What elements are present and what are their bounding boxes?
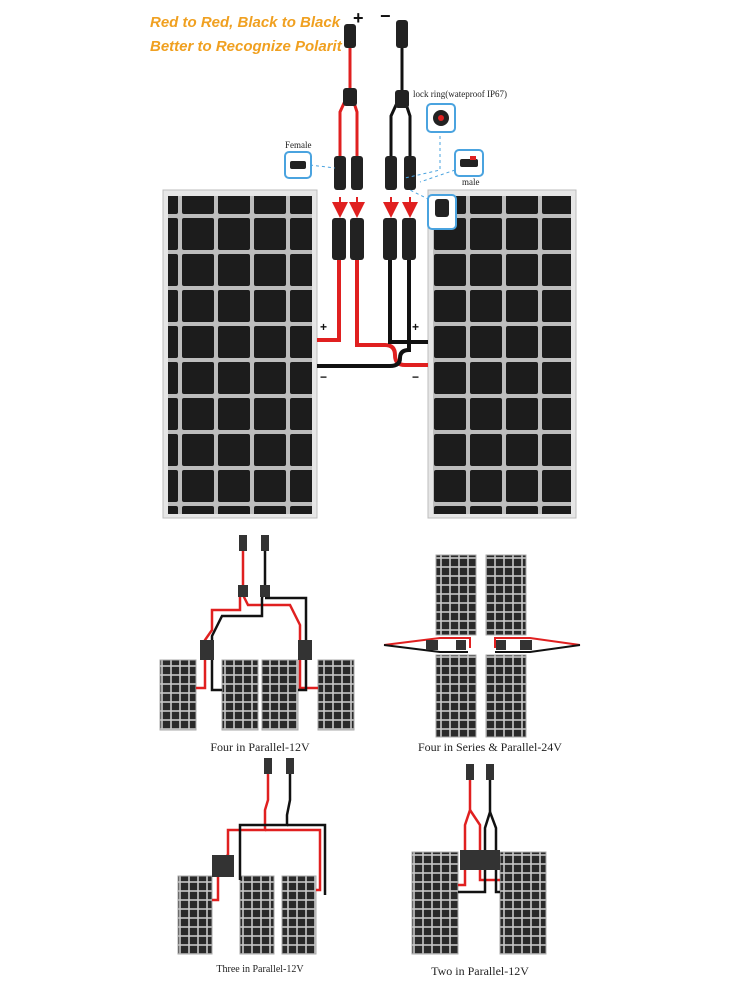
left-panel-minus: − [320,370,328,384]
three-parallel-diagram [177,758,327,955]
female-label: Female [285,140,312,150]
lock-icon [427,194,457,230]
caption-three-parallel: Three in Parallel-12V [216,964,304,975]
solar-panel-right [427,189,577,519]
minus-sign: − [380,6,391,26]
two-parallel-diagram [411,764,547,955]
right-panel-minus: − [412,370,420,384]
plus-sign: + [353,8,364,28]
callout-lines [309,118,456,206]
caption-four-series-parallel: Four in Series & Parallel-24V [418,740,562,754]
headline-line-2: Better to Recognize Polarit [150,38,342,55]
right-panel-plus: + [412,320,420,334]
panel-wires [317,260,428,368]
four-series-parallel-diagram [383,554,581,738]
caption-four-parallel: Four in Parallel-12V [210,740,310,754]
arrow-down-icon [332,197,418,218]
four-parallel-diagram [159,535,355,731]
y-branch-negative [385,20,416,190]
female-connector-icon [284,151,312,179]
lock-ring-icon [426,103,456,133]
lock-ring-label: lock ring(wateproof IP67) [413,89,507,99]
mc4-connectors-panel [332,218,416,260]
solar-panel-left [162,189,318,519]
headline-line-1: Red to Red, Black to Black [150,14,341,31]
male-label: male [462,177,480,187]
caption-two-parallel: Two in Parallel-12V [431,964,529,978]
y-branch-positive [334,24,363,190]
male-connector-icon [454,149,484,177]
lock-label: lock [434,219,450,229]
left-panel-plus: + [320,320,328,334]
